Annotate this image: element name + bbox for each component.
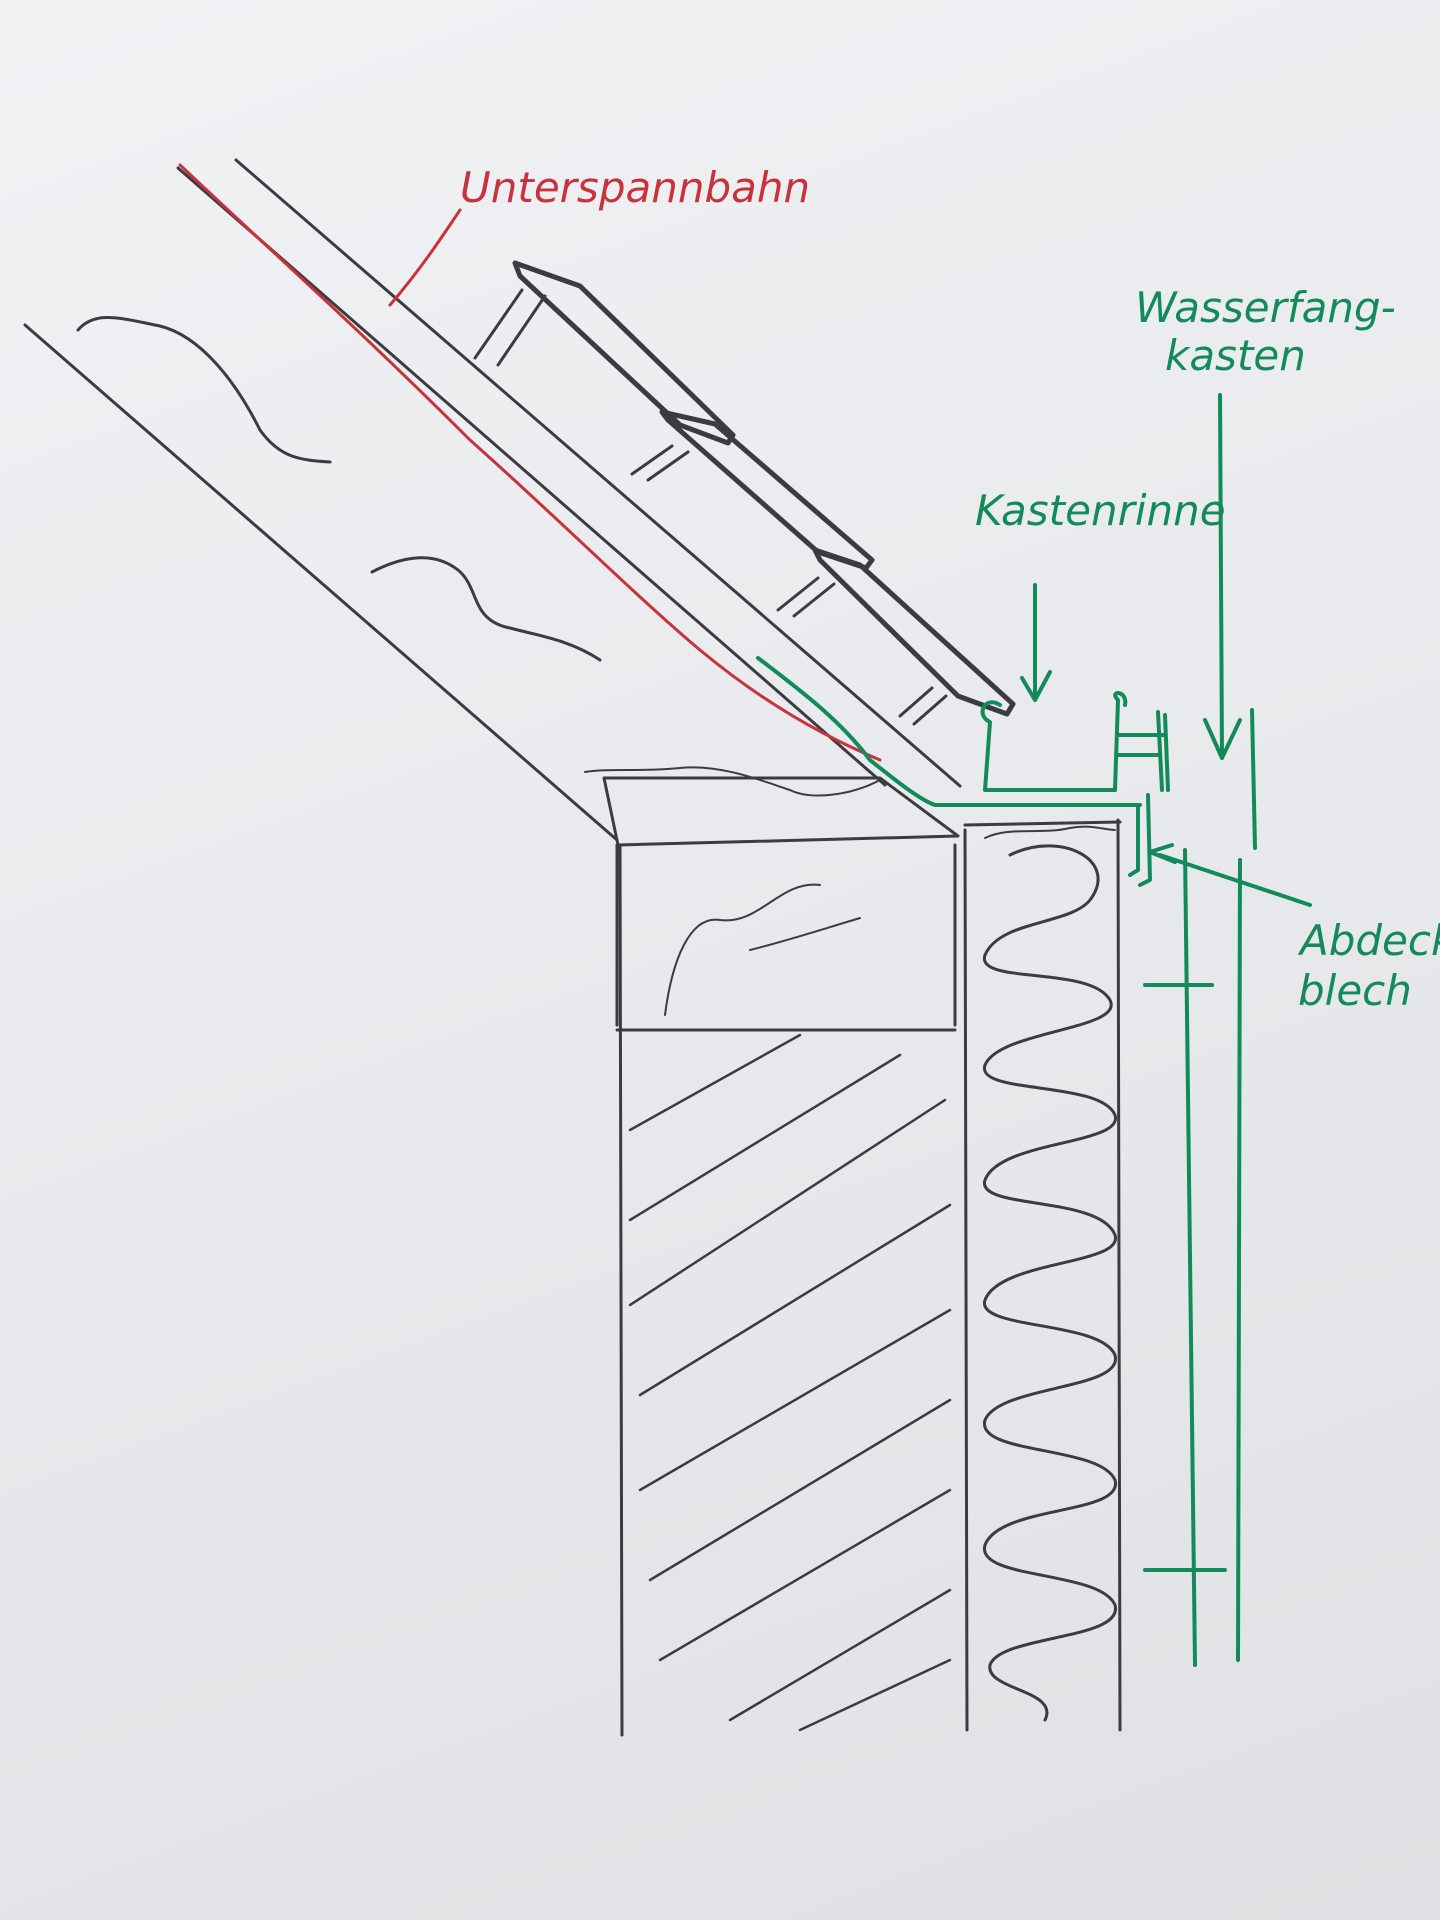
roof-tile-3: [812, 547, 1016, 717]
wall-left-edge: [618, 843, 624, 1737]
wall-plate: [615, 843, 957, 1032]
roof-tile-1: [512, 260, 736, 446]
cover-flashing: [1128, 793, 1152, 887]
label-kastenrinne: Kastenrinne: [975, 486, 1226, 535]
insulation-squiggle: [983, 844, 1117, 1722]
kastenrinne-arrow: [1020, 583, 1052, 702]
roof-assembly: [23, 158, 1122, 1737]
wall-plate-grain: [664, 883, 861, 1016]
eaves-board: [602, 776, 960, 847]
label-wasserfangkasten-line2: kasten: [1165, 331, 1306, 380]
rafter-grain-1: [76, 316, 332, 464]
tile-batten-3: [776, 576, 836, 618]
cladding-outer-line: [1236, 858, 1242, 1662]
wasserfang-arrow: [1203, 393, 1242, 760]
underlay-leader: [388, 208, 462, 307]
abdeck-leader: [1148, 843, 1312, 907]
tile-batten-1: [473, 288, 547, 367]
eaves-board-grain: [584, 766, 881, 797]
tile-batten-4: [898, 686, 948, 726]
metal-flashing: [756, 393, 1312, 1667]
cladding-inner-line: [1183, 848, 1197, 1667]
underlay-line: [178, 163, 882, 762]
wall-right-edge: [963, 828, 969, 1732]
insulation-top-edge: [963, 820, 1122, 827]
insulation-right-edge: [1116, 818, 1122, 1732]
counter-batten-line: [234, 158, 962, 788]
rafter-grain-2: [370, 556, 602, 662]
water-box-right-line: [1250, 708, 1257, 850]
masonry-hatching: [628, 1033, 952, 1732]
box-gutter: [980, 691, 1128, 792]
eaves-flashing: [756, 656, 1142, 807]
insulation-top-grain: [984, 825, 1116, 839]
label-abdeckblech-line1: Abdeck-: [1297, 916, 1440, 965]
underlay-membrane: [178, 163, 882, 762]
roof-tile-2: [659, 409, 875, 571]
gutter-bracket: [1116, 713, 1170, 792]
rafter-underside-line: [23, 323, 619, 842]
rafter-top-line: [176, 166, 887, 787]
tile-batten-2: [630, 444, 690, 482]
label-unterspannbahn: Unterspannbahn: [460, 163, 810, 212]
label-abdeckblech-line2: blech: [1298, 966, 1412, 1015]
label-wasserfangkasten-line1: Wasserfang-: [1135, 283, 1396, 332]
water-box-left-line: [1156, 710, 1164, 792]
